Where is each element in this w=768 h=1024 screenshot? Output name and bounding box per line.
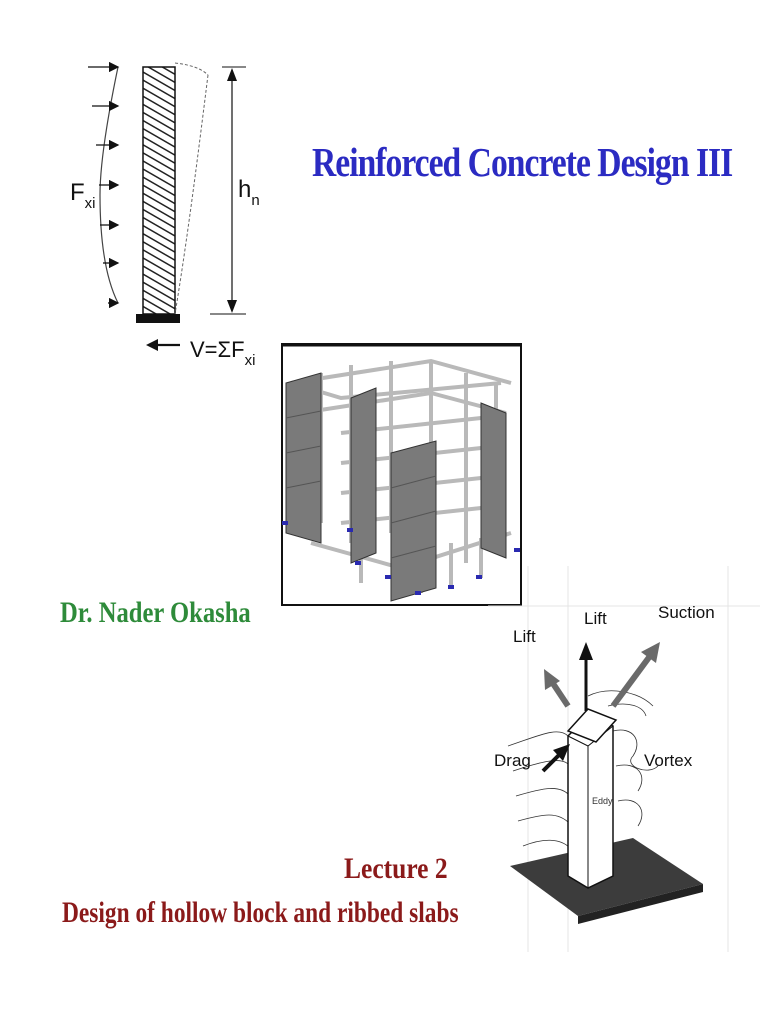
suction-label: Suction [658,603,715,622]
frame-model-image [281,343,522,606]
lift-left-label: Lift [513,627,536,646]
wall-base [136,314,180,323]
lift-side-arrow-icon [544,669,560,690]
author-name: Dr. Nader Okasha [60,596,251,629]
drag-arrow-icon [553,744,570,761]
shear-walls [285,372,507,602]
force-label: Fxi [70,179,96,212]
page-title: Reinforced Concrete Design III [312,139,733,185]
deflected-shape [174,62,209,315]
suction-arrow-icon [641,642,660,663]
vortex-label: Vortex [644,751,693,770]
base-shear-label: V=ΣFxi [190,337,255,369]
lift-top-label: Lift [584,609,607,628]
height-label: hn [238,176,260,209]
shear-wall [142,66,176,315]
drag-label: Drag [494,751,531,770]
lecture-topic: Design of hollow block and ribbed slabs [62,896,459,929]
lift-arrow-icon [579,642,593,660]
eddy-label: Eddy [592,796,613,806]
wall-lines [285,410,437,559]
force-arrow-icon [88,61,120,309]
lecture-number: Lecture 2 [344,852,448,885]
lateral-force-diagram: Fxi hn V=ΣFxi [70,61,260,369]
wind-load-diagram: Lift Lift Suction Drag Vortex Eddy [488,566,760,952]
support-node-icon [282,521,520,595]
